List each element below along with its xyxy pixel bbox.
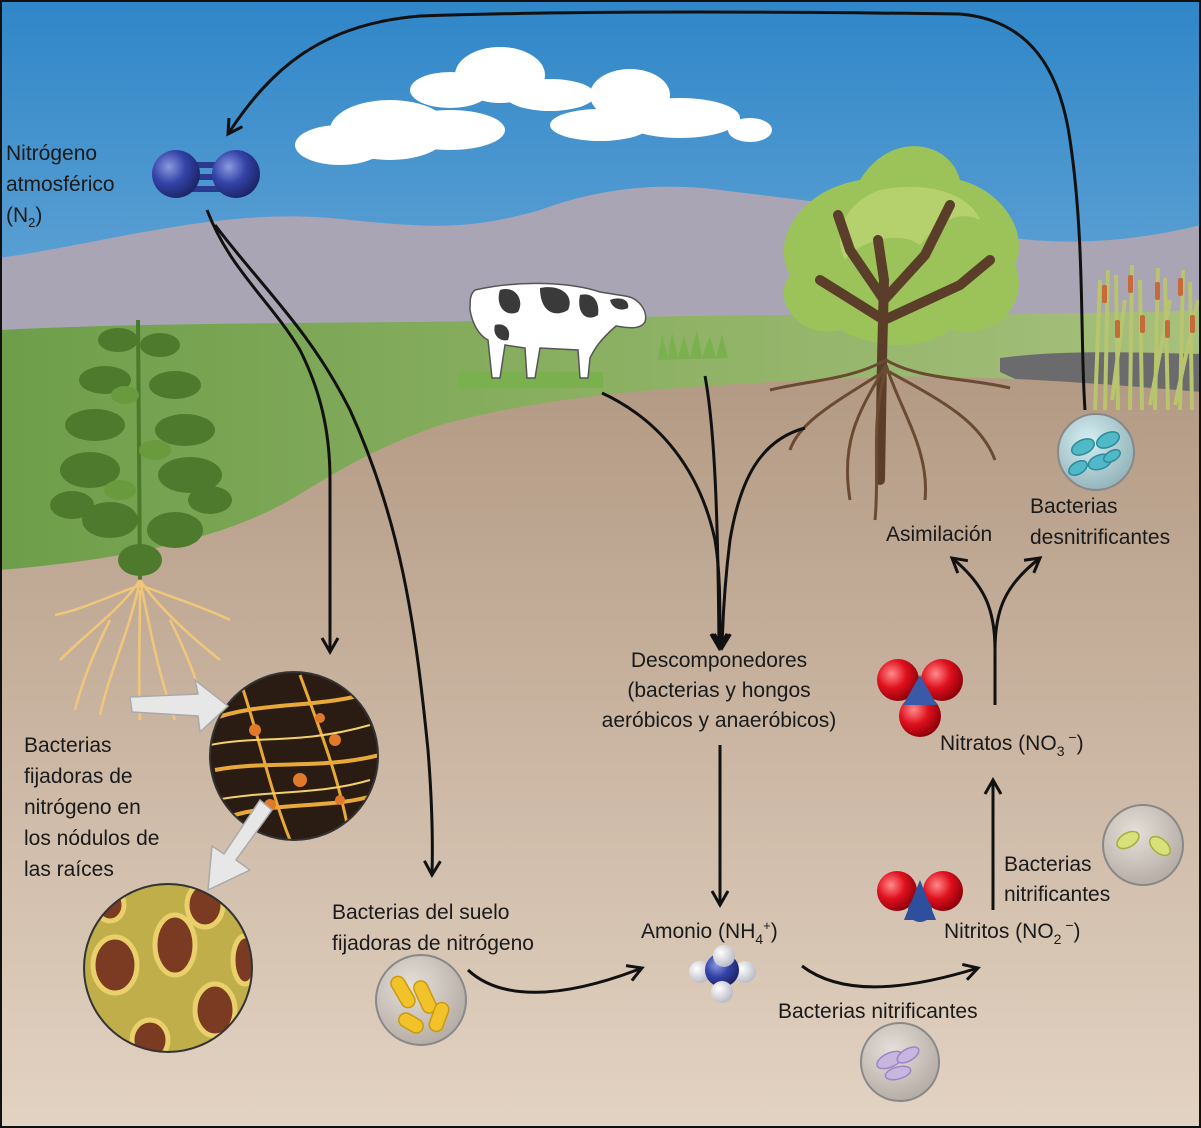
nitrifying-bacteria-side-label-2: nitrificantes bbox=[1004, 883, 1110, 906]
arrow-to-denitrifying bbox=[993, 556, 1043, 651]
cow bbox=[458, 282, 647, 388]
atmos-label-1: Nitrógeno bbox=[6, 142, 97, 165]
arrow-to-nodules bbox=[205, 209, 340, 656]
nitrifying-bacteria-bottom-label: Bacterias nitrificantes bbox=[778, 1000, 978, 1023]
arrow-ammonium-to-nitrites bbox=[801, 963, 981, 989]
zoom-arrow-roots bbox=[129, 678, 230, 734]
nitrifying-bacteria-side-label-1: Bacterias bbox=[1004, 853, 1092, 876]
labels: Nitrógeno atmosférico (N2) Bacterias fij… bbox=[6, 142, 1170, 1023]
decomposers-label-2: (bacterias y hongos bbox=[627, 679, 810, 702]
arrow-denitrification bbox=[226, 10, 1087, 411]
clouds bbox=[295, 47, 772, 165]
cycle-arrows bbox=[205, 10, 1087, 994]
nitrates-label: Nitratos (NO3 −) bbox=[940, 729, 1084, 759]
denitrifying-bacteria-label-1: Bacterias bbox=[1030, 495, 1118, 518]
ammonium-molecule bbox=[689, 945, 756, 1003]
soil-bacteria-label-1: Bacterias del suelo bbox=[332, 901, 509, 924]
nodule-label-2: fijadoras de bbox=[24, 765, 133, 788]
denitrifying-bacteria-icon bbox=[1057, 413, 1135, 491]
grass-tuft bbox=[658, 330, 728, 360]
arrow-to-soil-bacteria bbox=[213, 224, 442, 879]
nitrifying-bacteria-bottom-icon bbox=[860, 1022, 940, 1102]
soil-bacteria-label-2: fijadoras de nitrógeno bbox=[332, 932, 534, 955]
arrow-tree-to-decomposers bbox=[713, 426, 806, 652]
nitrifying-bacteria-side-icon bbox=[1102, 804, 1184, 886]
bacteroid-micrograph bbox=[83, 883, 253, 1053]
nitrate-molecule bbox=[877, 659, 963, 737]
assimilation-label: Asimilación bbox=[886, 523, 992, 546]
nodule-label-5: las raíces bbox=[24, 858, 114, 881]
n2-molecule bbox=[152, 150, 260, 198]
soil bbox=[0, 376, 1201, 1128]
decomposers-label-3: aeróbicos y anaeróbicos) bbox=[602, 709, 837, 732]
atmos-label-2: atmosférico bbox=[6, 173, 115, 196]
decomposers-label-1: Descomponedores bbox=[631, 649, 807, 672]
tree bbox=[769, 146, 1019, 521]
soil-bacteria-icon bbox=[375, 954, 467, 1046]
root-nodule-micrograph bbox=[209, 671, 379, 841]
nodule-label-4: los nódulos de bbox=[24, 827, 159, 850]
arrow-soil-to-ammonium bbox=[466, 964, 645, 994]
denitrifying-bacteria-label-2: desnitrificantes bbox=[1030, 526, 1170, 549]
nitrite-molecule bbox=[877, 871, 963, 922]
zoom-arrow-nodule bbox=[207, 798, 274, 892]
nitrites-label: Nitritos (NO2 −) bbox=[944, 917, 1081, 947]
nodule-label-1: Bacterias bbox=[24, 734, 112, 757]
atmos-label-3: (N2) bbox=[6, 204, 42, 230]
ammonium-label: Amonio (NH4+) bbox=[641, 918, 778, 947]
nodule-label-3: nitrógeno en bbox=[24, 796, 141, 819]
plant bbox=[50, 319, 232, 721]
arrow-grass-to-decomposers bbox=[703, 375, 729, 652]
reeds bbox=[1093, 264, 1200, 411]
